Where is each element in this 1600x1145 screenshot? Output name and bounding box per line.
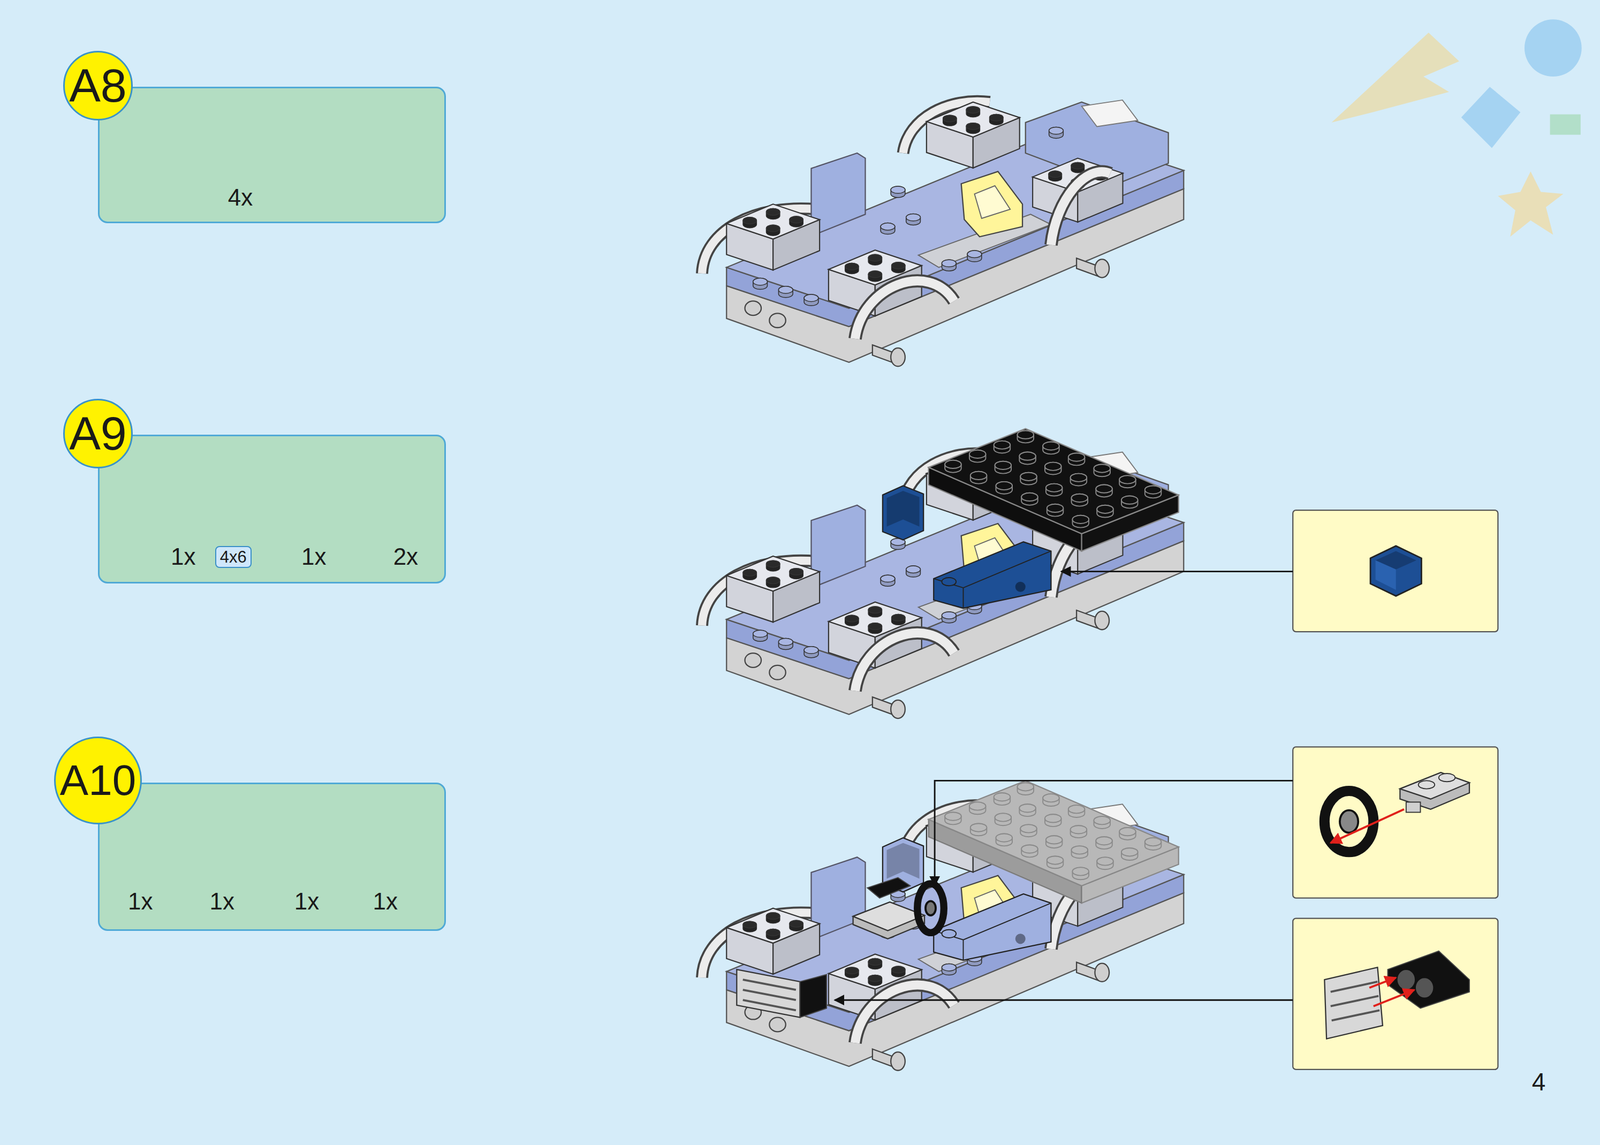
parts-panel: 1x 1x 2x 4x6 bbox=[97, 434, 446, 584]
step-label: A8 bbox=[69, 62, 127, 110]
page-number: 4 bbox=[1532, 1069, 1546, 1095]
size-tag: 4x6 bbox=[220, 548, 247, 566]
step-number: A10 bbox=[54, 736, 142, 825]
corner-decoration bbox=[1331, 19, 1582, 237]
model-step-a9 bbox=[702, 428, 1185, 719]
step-label: A10 bbox=[59, 759, 136, 802]
parts-panel: 4x bbox=[97, 86, 446, 224]
part-count: 1x bbox=[170, 544, 196, 569]
model-step-a10 bbox=[702, 780, 1185, 1071]
model-step-a8 bbox=[702, 100, 1185, 367]
part-count: 1x bbox=[127, 889, 153, 914]
callout-leader bbox=[834, 571, 1293, 1001]
step-number: A9 bbox=[63, 398, 133, 469]
part-count: 1x bbox=[294, 889, 320, 914]
part-count: 1x bbox=[373, 889, 398, 914]
part-count: 2x bbox=[393, 544, 419, 569]
callout-boxes bbox=[1292, 510, 1498, 1070]
step-label: A9 bbox=[69, 410, 127, 458]
size-bubble: 4x6 bbox=[215, 546, 252, 568]
part-count: 1x bbox=[209, 889, 235, 914]
parts-panel: 1x 1x 1x 1x bbox=[97, 782, 446, 931]
part-count: 4x bbox=[228, 185, 253, 210]
part-count: 1x bbox=[301, 544, 326, 569]
step-number: A8 bbox=[63, 50, 133, 121]
